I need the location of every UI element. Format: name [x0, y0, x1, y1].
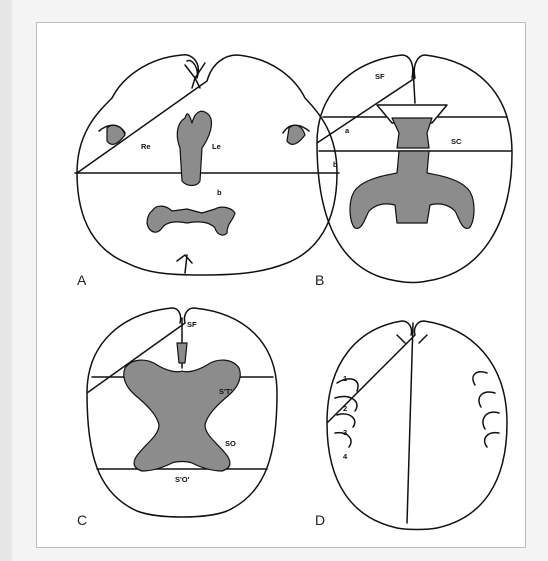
panel-d-label-4: 4: [343, 452, 348, 461]
panel-b-label-b: b: [333, 160, 338, 169]
panel-a-letter: A: [77, 272, 87, 288]
panel-c-letter: C: [77, 512, 87, 528]
left-margin-strip: [0, 0, 12, 561]
panel-b-letter: B: [315, 272, 324, 288]
panel-a-label-re: Re: [141, 142, 151, 151]
panel-d-label-2: 2: [343, 404, 347, 413]
panel-c-label-so: SO: [225, 439, 236, 448]
panel-b-label-sc: SC: [451, 137, 462, 146]
panel-a-brain: [75, 55, 339, 275]
panel-a-label-b: b: [217, 188, 222, 197]
figure-frame: Re Le b A SF a b SC B SF S'T' SO S'O' C …: [36, 22, 526, 548]
panel-d-letter: D: [315, 512, 325, 528]
panel-a-label-le: Le: [212, 142, 221, 151]
panel-d-label-3: 3: [343, 428, 347, 437]
panel-d-brain: [327, 321, 507, 530]
panel-a-outline: [77, 55, 337, 275]
panel-b-shading: [350, 118, 474, 228]
panel-c-label-sf: SF: [187, 320, 197, 329]
panel-b-label-sf: SF: [375, 72, 385, 81]
panel-c-shading: [124, 343, 241, 471]
panel-b-label-a: a: [345, 126, 350, 135]
panel-d-label-1: 1: [343, 374, 347, 383]
panel-c-label-sd: S'O': [175, 475, 190, 484]
panel-d-midline: [407, 323, 413, 523]
brain-diagram-figure: Re Le b A SF a b SC B SF S'T' SO S'O' C …: [37, 23, 527, 549]
panel-c-label-syt: S'T': [219, 387, 232, 396]
